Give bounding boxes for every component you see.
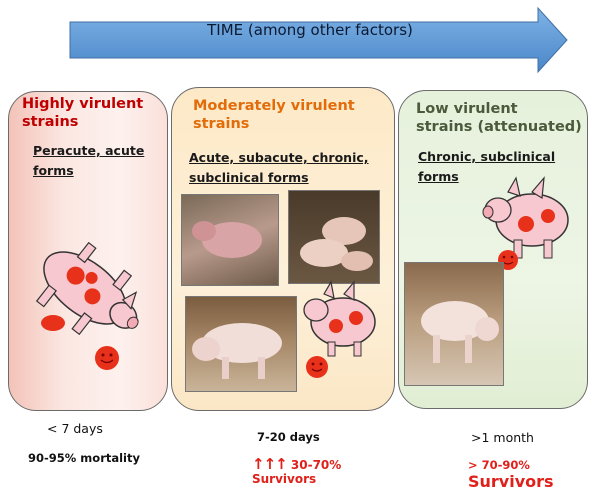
survivors-moderate-label: Survivors xyxy=(252,472,317,486)
pig-photo xyxy=(404,262,504,386)
forms-moderately-virulent: Acute, subacute, chronic, subclinical fo… xyxy=(189,150,369,185)
survivors-low-range: > 70-90% xyxy=(468,458,530,472)
pig-photo xyxy=(288,190,380,284)
pig-photo xyxy=(181,194,279,286)
survivors-moderate-range: ↑↑↑ 30-70% xyxy=(252,455,342,473)
panel-title-highly-virulent: Highly virulent strains xyxy=(22,96,144,130)
duration-moderate: 7-20 days xyxy=(257,430,320,444)
smiley-icon xyxy=(41,315,65,331)
time-arrow xyxy=(69,6,568,74)
duration-high: < 7 days xyxy=(47,421,103,436)
duration-low: >1 month xyxy=(471,430,534,445)
pig-photo xyxy=(185,296,297,392)
survivors-low-label: Survivors xyxy=(468,472,554,491)
up-arrows-icon: ↑↑↑ xyxy=(252,455,288,473)
pig-cartoon-icon xyxy=(303,280,376,357)
forms-low-virulent: Chronic, subclinical forms xyxy=(418,149,556,184)
time-label: TIME (among other factors) xyxy=(207,21,413,39)
panel-title-low-virulent: Low virulent strains (attenuated) xyxy=(416,101,582,135)
pig-cartoon-icon xyxy=(35,241,139,336)
smiley-icon xyxy=(95,346,119,370)
pig-cartoon-icon xyxy=(482,176,569,259)
mortality-high: 90-95% mortality xyxy=(28,451,140,465)
forms-highly-virulent: Peracute, acute forms xyxy=(33,143,145,178)
panel-title-moderately-virulent: Moderately virulent strains xyxy=(193,98,355,132)
smiley-icon xyxy=(306,356,328,378)
